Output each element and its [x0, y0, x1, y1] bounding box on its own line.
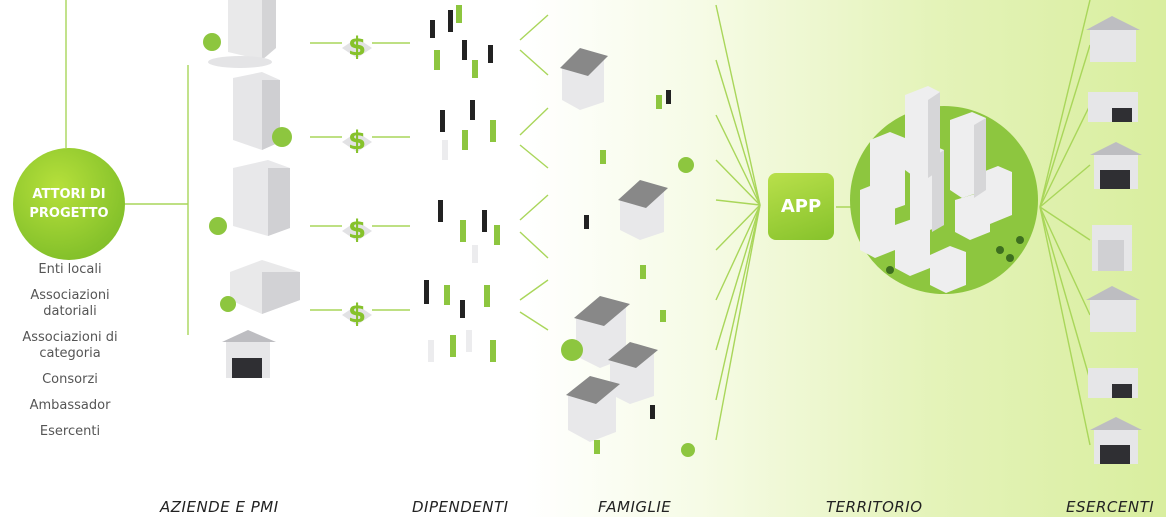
actors-circle-label: ATTORI DI PROGETTO [29, 187, 109, 221]
connector-lines [65, 0, 1091, 446]
house-4 [608, 342, 658, 404]
actors-list: Enti locali Associazioni datoriali Assoc… [0, 262, 140, 450]
column-label-aziende: AZIENDE E PMI [160, 498, 279, 516]
list-item: Ambassador [29, 398, 111, 413]
house-1 [560, 48, 608, 110]
dollar-icon: $ [348, 299, 366, 329]
office-building-1 [208, 0, 276, 68]
house-3 [574, 296, 630, 368]
office-building-3 [209, 160, 290, 236]
dollar-icon: $ [348, 32, 366, 62]
shop-building [222, 330, 276, 378]
office-building-2 [233, 72, 292, 150]
dollar-icon: $ [348, 215, 366, 245]
dollar-signs: $ $ $ $ [348, 32, 366, 329]
aziende-buildings [203, 0, 300, 378]
column-label-esercenti: ESERCENTI [1066, 498, 1155, 516]
list-item: Enti locali [38, 262, 102, 277]
office-building-4 [220, 260, 300, 314]
actors-circle: ATTORI DI PROGETTO [13, 148, 125, 260]
famiglie-houses [560, 48, 695, 457]
list-item: Esercenti [39, 424, 101, 439]
dollar-icon: $ [348, 126, 366, 156]
house-5 [566, 376, 620, 442]
list-item: Associazioni di categoria [22, 330, 118, 361]
list-item: Consorzi [42, 372, 98, 387]
column-label-dipendenti: DIPENDENTI [412, 498, 509, 516]
house-2 [618, 180, 668, 240]
dipendenti-people [424, 5, 500, 362]
list-item: Associazioni datoriali [30, 288, 110, 319]
column-label-territorio: TERRITORIO [826, 498, 923, 516]
territorio-city [850, 86, 1038, 294]
payment-icons [342, 38, 372, 325]
app-badge: APP [768, 173, 834, 240]
app-label: APP [780, 196, 822, 217]
esercenti-shops [1086, 16, 1142, 464]
column-label-famiglie: FAMIGLIE [598, 498, 672, 516]
tree-icon [203, 33, 221, 51]
